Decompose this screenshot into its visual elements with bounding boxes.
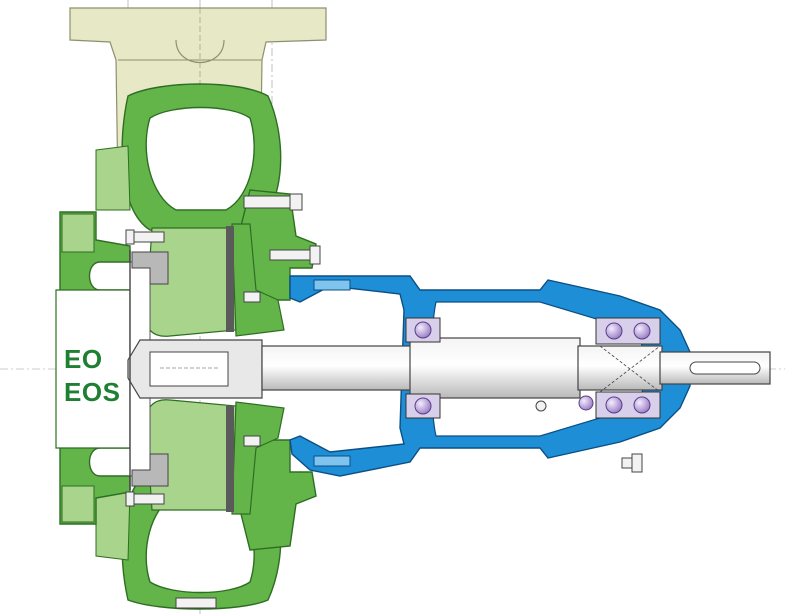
impeller <box>127 227 263 511</box>
model-label-eos: EOS <box>64 377 121 407</box>
casing-cover <box>226 223 285 515</box>
bolts <box>125 193 643 609</box>
shaft <box>261 337 771 399</box>
ball-bearings <box>405 317 661 419</box>
shaft-key <box>689 361 761 375</box>
model-label-eo: EO <box>64 344 103 374</box>
